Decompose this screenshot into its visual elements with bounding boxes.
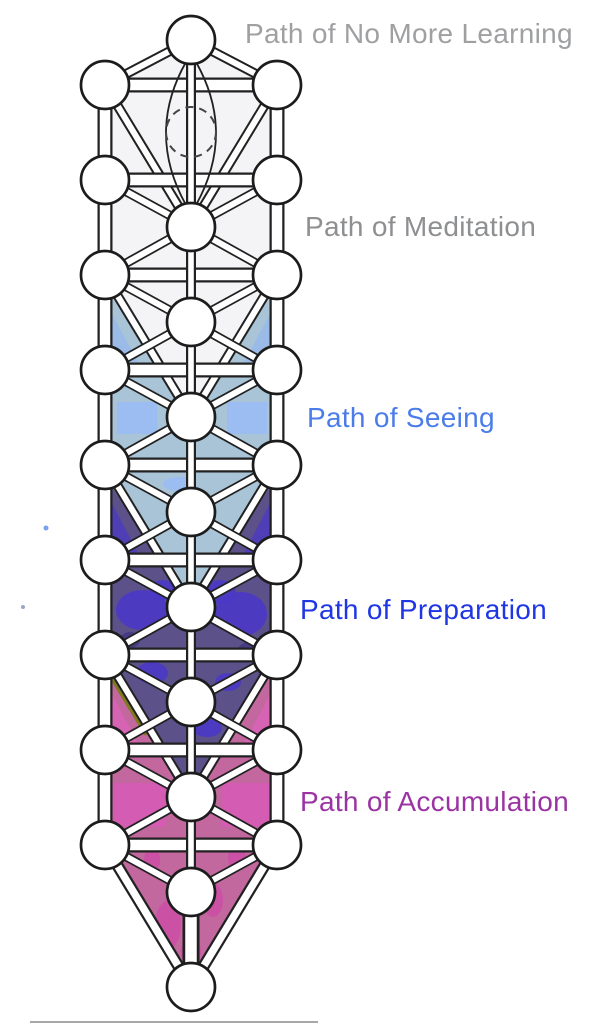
path-label-accumulation: Path of Accumulation	[300, 786, 570, 817]
path-label-no-more-learning: Path of No More Learning	[245, 18, 573, 49]
path-label-seeing: Path of Seeing	[307, 402, 495, 433]
path-label-preparation: Path of Preparation	[300, 594, 547, 625]
path-label-meditation: Path of Meditation	[305, 211, 537, 242]
